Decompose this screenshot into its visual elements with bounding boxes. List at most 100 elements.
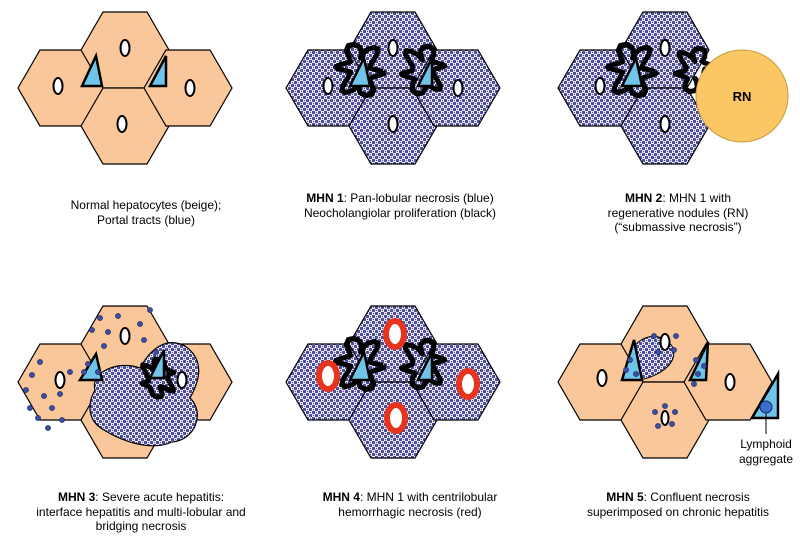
caption-normal: Normal hepatocytes (beige); Portal tract…: [26, 198, 266, 227]
caption-mhn3: MHN 3: Severe acute hepatitis: interface…: [16, 490, 266, 534]
inflammatory-cell: [85, 361, 91, 367]
portal-tract: [347, 54, 372, 88]
inflammatory-cell: [137, 321, 143, 327]
inflammatory-cell: [37, 359, 43, 365]
hemorrhagic-central-vein: [384, 402, 408, 434]
central-vein: [184, 79, 196, 97]
inflammatory-cell: [23, 387, 29, 393]
caption-mhn1: MHN 1: Pan-lobular necrosis (blue) Neoch…: [280, 191, 520, 220]
portal-tract: [147, 349, 166, 380]
inflammatory-cell: [655, 423, 661, 429]
caption-mhn5-bold: MHN 5: [606, 490, 644, 504]
inflammatory-cell: [701, 363, 707, 369]
cholangiolar-proliferation: [605, 41, 659, 99]
inflammatory-cell: [59, 417, 65, 423]
hemorrhagic-central-vein: [383, 318, 407, 350]
cholangiolar-proliferation-inner: [336, 45, 384, 95]
central-vein: [659, 333, 671, 351]
central-vein: [596, 369, 608, 387]
central-vein: [387, 115, 399, 133]
inflammatory-cell: [29, 372, 35, 378]
caption-mhn1-text: : Pan-lobular necrosis (blue) Neocholang…: [303, 191, 497, 220]
lymphoid-aggregate-node: [759, 400, 773, 414]
inflammatory-cell: [89, 327, 95, 333]
hemorrhagic-central-vein: [316, 360, 340, 392]
panel-normal: [17, 11, 233, 165]
inflammatory-cell: [81, 369, 87, 375]
central-vein: [724, 373, 736, 391]
inflammatory-cell: [627, 357, 633, 363]
caption-mhn2-text: : MHN 1 with regenerative nodules (RN) (…: [607, 191, 749, 234]
central-vein: [594, 77, 606, 95]
central-vein: [387, 39, 399, 57]
cholangiolar-proliferation: [333, 41, 387, 99]
inflammatory-cell: [67, 369, 73, 375]
inflammatory-cell: [655, 349, 661, 355]
inflammatory-cell: [691, 381, 697, 387]
panel-mhn3: [17, 305, 233, 459]
caption-mhn1-bold: MHN 1: [306, 191, 344, 205]
caption-mhn2-bold: MHN 2: [624, 191, 663, 205]
panel-mhn1: [285, 11, 501, 165]
cholangiolar-proliferation: [333, 335, 387, 393]
caption-mhn4: MHN 4: MHN 1 with centrilobular hemorrha…: [290, 490, 530, 519]
inflammatory-cell: [147, 307, 153, 313]
inflammatory-cell: [672, 409, 678, 415]
portal-tract: [147, 55, 168, 88]
central-vein: [116, 115, 128, 133]
caption-mhn4-text: : MHN 1 with centrilobular hemorrhagic n…: [338, 490, 498, 519]
regenerative-nodule: [695, 49, 789, 143]
central-vein: [119, 39, 131, 57]
portal-tract: [688, 341, 710, 382]
inflammatory-cell: [45, 425, 51, 431]
central-vein: [452, 79, 464, 97]
inflammatory-cell: [153, 349, 159, 355]
inflammatory-cell: [671, 347, 677, 353]
portal-tract: [347, 348, 372, 382]
caption-mhn2: MHN 2: MHN 1 with regenerative nodules (…: [558, 191, 798, 235]
cholangiolar-proliferation-inner: [608, 45, 656, 95]
panel-mhn4: [285, 305, 501, 459]
inflammatory-cell: [693, 357, 699, 363]
caption-mhn5-text: : Confluent necrosis superimposed on chr…: [586, 490, 770, 519]
portal-tract: [619, 54, 644, 88]
hemorrhagic-central-vein: [456, 368, 480, 400]
portal-tract: [415, 57, 434, 88]
central-vein: [322, 77, 334, 95]
lymphoid-aggregate-label-line: aggregate: [739, 452, 793, 466]
inflammatory-cell: [141, 337, 147, 343]
central-vein: [176, 371, 188, 389]
inflammatory-cell: [115, 313, 121, 319]
inflammatory-cell: [35, 415, 41, 421]
central-vein: [52, 77, 64, 95]
central-vein: [659, 39, 671, 57]
inflammatory-cell: [695, 371, 701, 377]
inflammatory-cell: [651, 333, 657, 339]
inflammatory-cell: [623, 367, 629, 373]
cholangiolar-proliferation-inner: [336, 339, 384, 389]
inflammatory-cell: [95, 369, 101, 375]
inflammatory-cell: [49, 405, 55, 411]
central-vein: [119, 327, 131, 345]
caption-normal-text: Normal hepatocytes (beige); Portal tract…: [70, 198, 222, 227]
inflammatory-cell: [105, 329, 111, 335]
inflammatory-cell: [669, 421, 675, 427]
inflammatory-cell: [652, 409, 658, 415]
inflammatory-cell: [97, 315, 103, 321]
caption-mhn3-bold: MHN 3: [57, 490, 96, 504]
inflammatory-cell: [101, 343, 107, 349]
panel-mhn2: RN: [557, 11, 789, 165]
portal-tract: [415, 351, 434, 382]
inflammatory-cell: [41, 393, 47, 399]
regenerative-nodule-label: RN: [733, 89, 752, 104]
bridging-necrosis: [89, 342, 200, 447]
caption-mhn3-text: : Severe acute hepatitis: interface hepa…: [36, 490, 246, 533]
caption-mhn5: MHN 5: Confluent necrosis superimposed o…: [558, 490, 798, 519]
lymphoid-aggregate-label-line: Lymphoid: [740, 437, 792, 451]
central-vein: [659, 115, 671, 133]
central-vein: [660, 410, 670, 426]
inflammatory-cell: [633, 371, 639, 377]
